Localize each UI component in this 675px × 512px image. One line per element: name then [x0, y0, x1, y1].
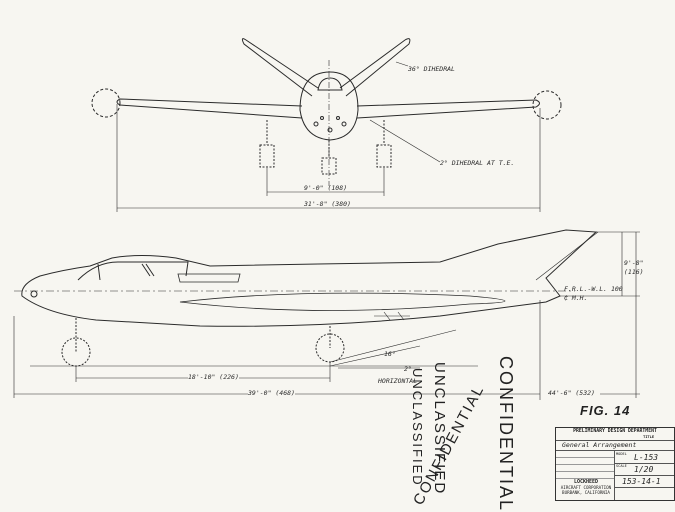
- model-value: L-153: [634, 453, 659, 462]
- left-tip-disc: [91, 88, 121, 118]
- scale-cell: SCALE 1/20: [614, 463, 674, 476]
- frl-label: F.R.L.-W.L. 100: [564, 285, 623, 293]
- height-label: 9'-8": [624, 259, 644, 267]
- side-angle-lines: [30, 329, 478, 369]
- side-intake: [177, 273, 241, 283]
- overall-length-label: 44'-6" (532): [548, 389, 595, 397]
- dihedral-2-label: 2° DIHEDRAL AT T.E.: [440, 159, 515, 167]
- scale-value: 1/20: [634, 465, 654, 474]
- v-tail-left: [241, 38, 319, 97]
- drawing-number: 153-14-1: [622, 477, 661, 486]
- wing-span-label: 31'-8" (380): [304, 200, 351, 208]
- angle-2-label: 2°: [404, 365, 412, 373]
- mh-label: ₵ M.H.: [564, 294, 588, 302]
- model-key: MODEL: [616, 452, 627, 456]
- front-landing-gear: [259, 120, 392, 175]
- wheelbase-label: 18'-10" (226): [188, 373, 239, 381]
- department-name: PRELIMINARY DESIGN DEPARTMENT: [573, 429, 657, 434]
- department-row: PRELIMINARY DESIGN DEPARTMENT TITLE: [556, 428, 674, 441]
- confidential-stamp-a: CONFIDENTIAL: [496, 356, 516, 512]
- horizontal-label: HORIZONTAL: [378, 377, 418, 385]
- model-area: MODEL L-153 SCALE 1/20 153-14-1: [614, 451, 674, 500]
- drawing-title: General Arrangement: [556, 440, 674, 451]
- title-block: PRELIMINARY DESIGN DEPARTMENT TITLE Gene…: [555, 427, 675, 501]
- track-span-label: 9'-0" (108): [304, 184, 348, 192]
- dihedral-36-label: 36° DIHEDRAL: [408, 65, 455, 73]
- side-dimension-lines: [13, 231, 640, 400]
- manufacturer: LOCKHEED AIRCRAFT CORPORATION BURBANK, C…: [558, 479, 614, 496]
- front-view: [91, 38, 562, 212]
- height-sub-label: (116): [624, 268, 644, 276]
- general-arrangement-drawing: [13, 38, 640, 400]
- wing-right-front: [356, 99, 540, 119]
- manufacturer-sub: AIRCRAFT CORPORATION: [560, 485, 612, 490]
- wing-left-front: [116, 98, 303, 119]
- title-key: TITLE: [643, 435, 654, 439]
- scale-key: SCALE: [616, 464, 627, 468]
- side-canopy: [77, 261, 189, 281]
- angle-16-label: 16°: [384, 350, 396, 358]
- manufacturer-name: LOCKHEED: [573, 479, 599, 485]
- figure-label: FIG. 14: [580, 403, 631, 418]
- front-dimension-lines: [116, 61, 541, 212]
- manufacturer-city: BURBANK, CALIFORNIA: [562, 490, 610, 495]
- right-tip-disc: [532, 90, 562, 120]
- side-view: [13, 229, 640, 400]
- side-wing-root: [179, 292, 506, 311]
- v-tail-right: [339, 38, 411, 97]
- front-fuselage: [299, 71, 359, 141]
- signature-area: LOCKHEED AIRCRAFT CORPORATION BURBANK, C…: [556, 451, 615, 500]
- side-fuselage: [21, 229, 598, 327]
- unclassified-stamp-b: UNCLASSIFIED: [410, 368, 425, 487]
- fuselage-length-label: 39'-0" (468): [248, 389, 295, 397]
- model-cell: MODEL L-153: [614, 451, 674, 464]
- front-canopy: [317, 77, 343, 91]
- drawing-number-cell: 153-14-1: [614, 475, 674, 488]
